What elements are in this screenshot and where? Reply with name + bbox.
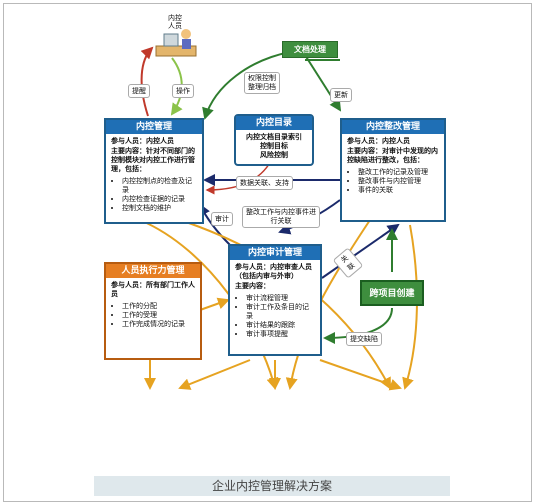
exec-mgmt-people: 参与人员：所有部门工作人员 bbox=[111, 281, 195, 298]
ic-audit-content: 主要内容： bbox=[235, 282, 270, 290]
ic-rectify-people: 参与人员：内控人员 bbox=[347, 137, 410, 145]
list-item: 内控检查证据的记录 bbox=[122, 195, 197, 204]
list-item: 工作完成情况的记录 bbox=[122, 320, 195, 329]
audit-label: 审计 bbox=[211, 212, 233, 226]
list-item: 工作的受理 bbox=[122, 311, 195, 320]
ic-catalog-title: 内控目录 bbox=[236, 116, 312, 130]
footer-title: 企业内控管理解决方案 bbox=[94, 476, 450, 496]
person-icon bbox=[150, 20, 200, 60]
exec-mgmt-box: 人员执行力管理 参与人员：所有部门工作人员 工作的分配 工作的受理 工作完成情况… bbox=[104, 262, 202, 360]
ic-management-people: 参与人员：内控人员 bbox=[111, 137, 174, 145]
list-item: 工作效率统计 bbox=[366, 422, 444, 431]
list-item: 工作量统计 bbox=[366, 413, 444, 422]
list-item: 整改事件与内控管理 bbox=[358, 177, 439, 186]
list-item: 事件的关联 bbox=[358, 186, 439, 195]
daily-work-stats: 日常工作管理统计 工作量统计 工作内容统计 绩效考核 bbox=[98, 390, 210, 462]
ic-audit-box: 内控审计管理 参与人员：内控审查人员（包括内审与外审） 主要内容： 审计流程管理… bbox=[228, 244, 322, 356]
ic-management-box: 内控管理 参与人员：内控人员 主要内容：针对不同部门的控制模块对内控工作进行管理… bbox=[104, 118, 204, 224]
list-item: 内控整改工作统计 bbox=[242, 431, 334, 440]
doc-processing-box: 文档处理 bbox=[282, 41, 338, 58]
ic-management-title: 内控管理 bbox=[106, 120, 202, 134]
stats-title: 日常工作管理统计 bbox=[122, 398, 186, 407]
exec-mgmt-title: 人员执行力管理 bbox=[106, 264, 200, 278]
catalog-line: 内控文档目录索引 bbox=[246, 133, 302, 141]
remind-label: 提醒 bbox=[128, 84, 150, 98]
ic-rectify-box: 内控整改管理 参与人员：内控人员 主要内容：对审计中发现的内控缺陷进行整改，包括… bbox=[340, 118, 446, 222]
catalog-line: 风险控制 bbox=[260, 151, 288, 159]
permission-label: 权限控制 整理归档 bbox=[244, 72, 280, 94]
list-item: 内控工作统计 bbox=[366, 431, 444, 440]
operate-label: 操作 bbox=[172, 84, 194, 98]
person-label: 内控 人员 bbox=[168, 14, 182, 30]
list-item: 审计结果的跟踪 bbox=[246, 321, 315, 330]
submit-defect-label: 提交缺陷 bbox=[346, 332, 382, 346]
rectify-link-label: 整改工作与内控事件进行关联 bbox=[242, 206, 320, 228]
ic-rectify-content: 主要内容：对审计中发现的内控缺陷进行整改，包括： bbox=[347, 147, 438, 164]
stats-title: 内控管理统计数据 bbox=[246, 398, 310, 407]
catalog-line: 控制目标 bbox=[260, 142, 288, 150]
list-item: 工作量统计 bbox=[118, 413, 210, 422]
list-item: 整改工作的记录及管理 bbox=[358, 168, 439, 177]
ic-rectify-title: 内控整改管理 bbox=[342, 120, 444, 134]
list-item: 工作内容统计 bbox=[118, 422, 210, 431]
ic-audit-title: 内控审计管理 bbox=[230, 246, 320, 260]
list-item: 内控工作记录统计 bbox=[242, 413, 334, 422]
list-item: 控制文档的维护 bbox=[122, 204, 197, 213]
list-item: 内控审计事件统计 bbox=[242, 422, 334, 431]
list-item: 绩效考核 bbox=[118, 431, 210, 440]
ic-mgmt-stats: 内控管理统计数据 内控工作记录统计 内控审计事件统计 内控整改工作统计 bbox=[222, 390, 334, 462]
list-item: 内控控制点的检查及记录 bbox=[122, 177, 197, 195]
list-item: 审计工作及条目的记录 bbox=[246, 303, 315, 321]
ic-audit-people: 参与人员：内控审查人员（包括内审与外审） bbox=[235, 263, 312, 280]
list-item: 审计流程管理 bbox=[246, 294, 315, 303]
cross-project-box: 跨项目创建 bbox=[360, 280, 424, 306]
ic-catalog-box: 内控目录 内控文档目录索引 控制目标 风险控制 bbox=[234, 114, 314, 166]
data-link-label: 数据关联、支持 bbox=[236, 176, 293, 190]
list-item: 审计事项提醒 bbox=[246, 330, 315, 339]
stats-title: 人员数据 bbox=[379, 398, 411, 407]
list-item: 工作的分配 bbox=[122, 302, 195, 311]
personnel-stats: 人员数据 工作量统计 工作效率统计 内控工作统计 bbox=[346, 390, 444, 462]
ic-management-content: 主要内容：针对不同部门的控制模块对内控工作进行管理，包括： bbox=[111, 147, 195, 173]
update-label: 更新 bbox=[330, 88, 352, 102]
